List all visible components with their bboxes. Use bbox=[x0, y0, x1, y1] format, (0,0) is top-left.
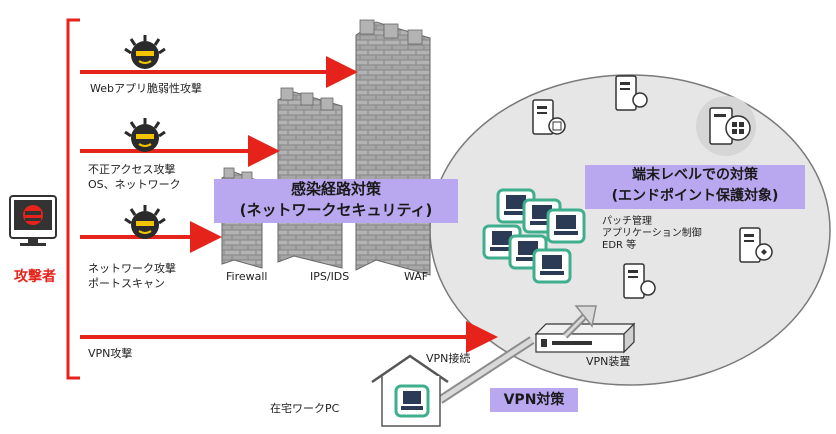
attacker-label: 攻撃者 bbox=[14, 269, 56, 285]
unauthorized-attack-label: 不正アクセス攻撃 bbox=[88, 163, 176, 176]
firewall-label: Firewall bbox=[226, 270, 268, 283]
network-attack-label: ネットワーク攻撃 bbox=[88, 262, 176, 275]
server-icon-highlighted bbox=[696, 96, 756, 156]
hacker-icon bbox=[124, 205, 166, 239]
endpoint-title: 端末レベルでの対策 bbox=[632, 167, 758, 183]
vpn-measures-box: VPN対策 bbox=[490, 388, 578, 412]
vpn-tunnel bbox=[437, 336, 535, 404]
network-attack-sublabel: ポートスキャン bbox=[88, 277, 165, 290]
server-icon bbox=[532, 99, 566, 135]
pc-cluster bbox=[482, 188, 586, 284]
home-pc-label: 在宅ワークPC bbox=[270, 402, 340, 415]
network-security-box: 感染経路対策 (ネットワークセキュリティ) bbox=[214, 179, 458, 223]
hacker-icon bbox=[124, 118, 166, 152]
hacker-icon bbox=[124, 35, 166, 69]
unauthorized-attack-sublabel: OS、ネットワーク bbox=[88, 178, 181, 191]
vpn-connection-label: VPN接続 bbox=[426, 352, 471, 365]
home-pc-icon bbox=[394, 384, 430, 418]
waf-wall bbox=[355, 19, 431, 276]
attacker-monitor-icon bbox=[9, 195, 57, 246]
server-icon bbox=[615, 75, 648, 111]
endpoint-subtitle: (エンドポイント保護対象) bbox=[611, 188, 779, 204]
vpn-device-icon bbox=[534, 322, 636, 354]
vpn-device-label: VPN装置 bbox=[586, 355, 631, 368]
network-security-title: 感染経路対策 bbox=[290, 180, 381, 198]
ips-ids-label: IPS/IDS bbox=[310, 270, 350, 283]
server-icon bbox=[739, 227, 773, 263]
web-attack-label: Webアプリ脆弱性攻撃 bbox=[90, 82, 202, 95]
measure-app-control: アプリケーション制御 bbox=[602, 228, 702, 239]
endpoint-box: 端末レベルでの対策 (エンドポイント保護対象) bbox=[585, 165, 805, 209]
ips-ids-wall bbox=[277, 87, 343, 269]
server-icon bbox=[623, 263, 656, 299]
waf-label: WAF bbox=[404, 270, 429, 283]
vpn-tunnel-arrow bbox=[562, 305, 597, 339]
measure-patch: パッチ管理 bbox=[602, 216, 652, 227]
measure-edr: EDR 等 bbox=[602, 240, 637, 251]
attacker-bracket bbox=[66, 18, 80, 380]
vpn-attack-label: VPN攻撃 bbox=[88, 347, 133, 360]
vpn-measures-label: VPN対策 bbox=[503, 392, 565, 408]
network-security-subtitle: (ネットワークセキュリティ) bbox=[239, 201, 433, 219]
